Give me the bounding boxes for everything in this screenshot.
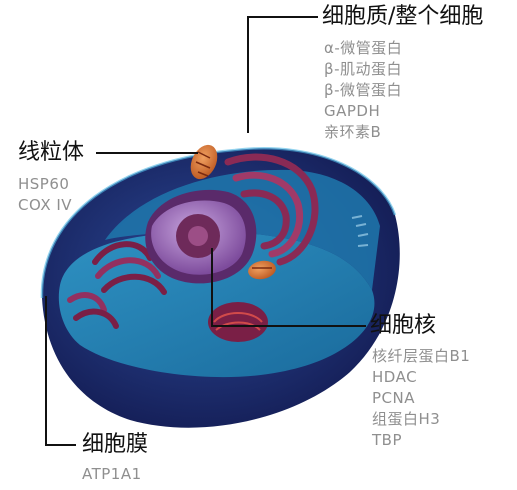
mitochondria-markers: HSP60 COX IV	[18, 174, 72, 216]
mitochondria-marker: HSP60	[18, 174, 72, 195]
mitochondria-marker: COX IV	[18, 195, 72, 216]
cytoplasm-marker: β-微管蛋白	[324, 80, 402, 101]
cytoplasm-marker: α-微管蛋白	[324, 38, 402, 59]
membrane-marker: ATP1A1	[82, 464, 142, 485]
cytoplasm-marker: 亲环素B	[324, 122, 402, 143]
membrane-label: 细胞膜	[82, 432, 148, 458]
cytoplasm-marker: β-肌动蛋白	[324, 59, 402, 80]
cytoplasm-markers: α-微管蛋白 β-肌动蛋白 β-微管蛋白 GAPDH 亲环素B	[324, 38, 402, 143]
membrane-markers: ATP1A1	[82, 464, 142, 485]
nucleus-marker: 组蛋白H3	[372, 409, 470, 430]
nucleus-label: 细胞核	[370, 313, 436, 339]
cell-body	[42, 148, 400, 427]
nucleus-markers: 核纤层蛋白B1 HDAC PCNA 组蛋白H3 TBP	[372, 346, 470, 451]
cytoplasm-marker: GAPDH	[324, 101, 402, 122]
nucleus-marker: PCNA	[372, 388, 470, 409]
nucleus-marker: 核纤层蛋白B1	[372, 346, 470, 367]
cytoplasm-label: 细胞质/整个细胞	[322, 4, 483, 30]
nucleus-marker: HDAC	[372, 367, 470, 388]
vesicle	[208, 302, 268, 342]
nucleus-marker: TBP	[372, 430, 470, 451]
mitochondria-label: 线粒体	[18, 140, 84, 166]
